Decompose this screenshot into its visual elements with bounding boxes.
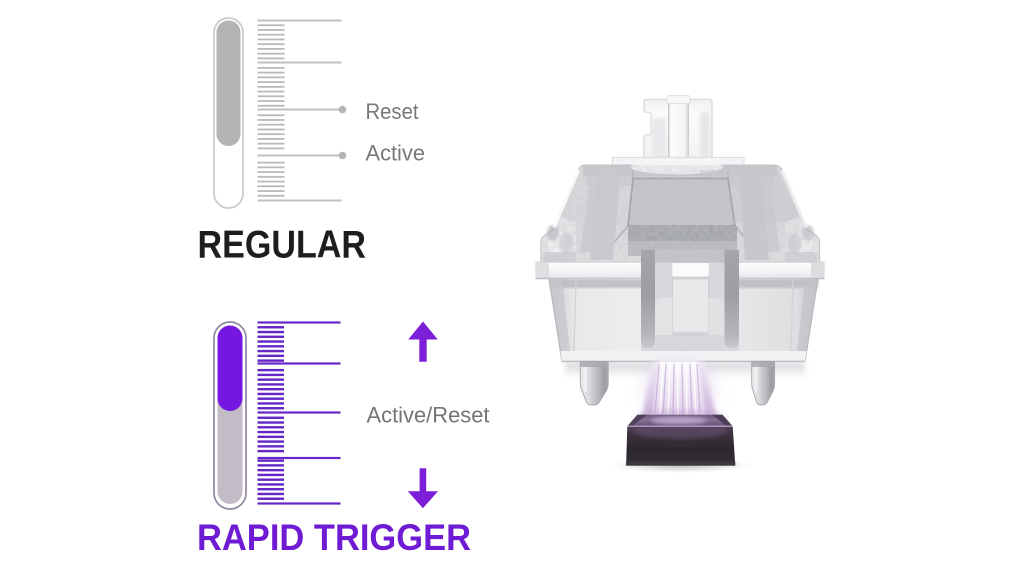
svg-text:Active/Reset: Active/Reset [367, 403, 490, 428]
svg-text:Reset: Reset [366, 99, 419, 124]
svg-text:REGULAR: REGULAR [198, 224, 367, 267]
svg-text:RAPID TRIGGER: RAPID TRIGGER [197, 516, 471, 558]
svg-text:Active: Active [366, 141, 426, 166]
